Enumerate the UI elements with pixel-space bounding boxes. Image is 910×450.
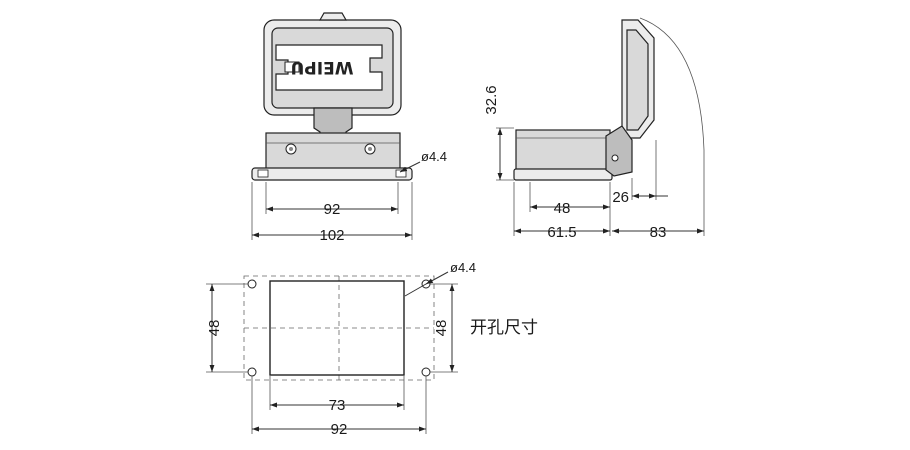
mount-hole-icon (247, 279, 257, 289)
front-view: WEIPU 92 102 ø4.4 (251, 12, 447, 244)
cutout-dim-hole-spacing: 92 (331, 421, 348, 438)
front-dim-hole-dia: ø4.4 (421, 149, 447, 164)
side-base (513, 168, 613, 181)
cutout-opening (269, 280, 405, 376)
cutout-dim-hole-dia: ø4.4 (450, 260, 476, 275)
logo-plate (275, 44, 383, 91)
front-lid-tab (318, 12, 348, 21)
side-dim-height: 32.6 (483, 85, 500, 114)
mount-hole-icon (247, 367, 257, 377)
cutout-dim-height-left: 48 (206, 320, 223, 337)
front-base-flange (251, 167, 413, 181)
side-hinge (605, 125, 633, 177)
side-view: 32.6 48 26 61.5 83 (483, 17, 705, 241)
front-dim-base-width: 102 (319, 227, 344, 244)
side-dim-base-depth: 61.5 (547, 224, 576, 241)
front-dim-hole-spacing: 92 (324, 201, 341, 218)
logo-text: WEIPU (291, 57, 354, 77)
lid-swing-arc (639, 17, 705, 151)
mount-hole-icon (421, 367, 431, 377)
cutout-dim-height-right: 48 (433, 320, 450, 337)
cutout-label: 开孔尺寸 (470, 318, 538, 338)
side-dim-total-depth: 83 (650, 224, 667, 241)
cutout-dim-width: 73 (329, 397, 346, 414)
side-housing (515, 129, 611, 171)
side-dim-lid-offset: 26 (612, 189, 629, 206)
cutout-view: ø4.4 48 48 开孔尺寸 73 92 (206, 260, 538, 438)
logo-plate-slot (284, 61, 300, 73)
side-dim-hole-spacing: 48 (554, 200, 571, 217)
